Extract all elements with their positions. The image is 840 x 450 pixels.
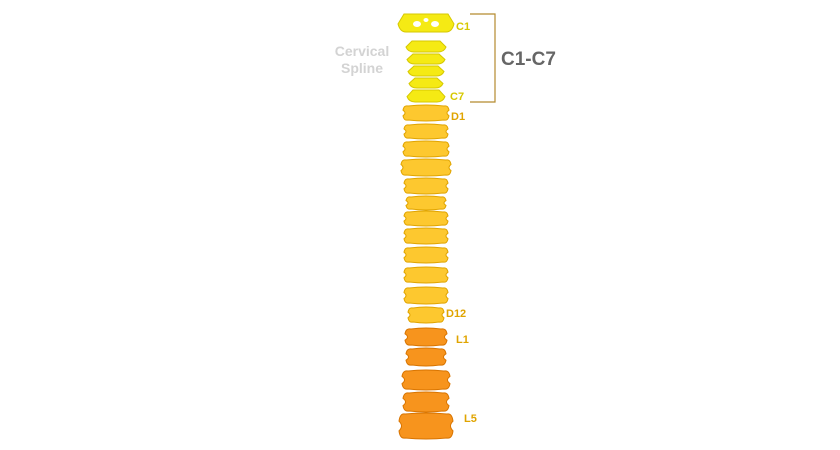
cervical-bracket — [470, 13, 496, 103]
vertebra-label-d1: D1 — [451, 111, 465, 123]
atlas-hole-top — [423, 18, 429, 22]
dorsal-vertebra-9 — [403, 246, 449, 264]
cervical-region-title: Cervical Spline — [330, 43, 394, 77]
cervical-vertebra-6 — [406, 89, 446, 103]
dorsal-vertebra-7 — [403, 210, 449, 227]
dorsal-vertebra-8 — [403, 227, 449, 245]
atlas-hole-right — [431, 21, 439, 27]
cervical-vertebra-4 — [407, 65, 445, 77]
dorsal-vertebra-6 — [405, 195, 447, 211]
lumbar-vertebra-3 — [401, 369, 451, 391]
dorsal-vertebra-5 — [403, 177, 449, 195]
cervical-vertebra-3 — [406, 53, 446, 65]
cervical-vertebra-5 — [408, 77, 444, 89]
cervical-region-title-text: Cervical Spline — [334, 43, 390, 76]
dorsal-vertebra-1 — [402, 104, 450, 122]
range-label: C1-C7 — [501, 49, 556, 70]
dorsal-vertebra-4 — [400, 158, 452, 177]
lumbar-vertebra-4 — [402, 391, 450, 413]
vertebra-label-l1: L1 — [456, 334, 469, 346]
vertebra-label-c7: C7 — [450, 91, 464, 103]
cervical-vertebra-2 — [405, 40, 447, 53]
lumbar-vertebra-1 — [404, 327, 448, 347]
vertebra-label-c1: C1 — [456, 21, 470, 33]
cervical-vertebra-1 — [397, 13, 455, 33]
lumbar-vertebra-2 — [405, 347, 447, 367]
dorsal-vertebra-12 — [407, 306, 445, 324]
dorsal-vertebra-10 — [403, 266, 449, 284]
dorsal-vertebra-3 — [402, 140, 450, 158]
atlas-hole-left — [413, 21, 421, 27]
vertebra-label-d12: D12 — [446, 308, 466, 320]
dorsal-vertebra-2 — [403, 123, 449, 140]
lumbar-vertebra-5 — [398, 412, 454, 440]
dorsal-vertebra-11 — [403, 286, 449, 305]
vertebra-label-l5: L5 — [464, 413, 477, 425]
